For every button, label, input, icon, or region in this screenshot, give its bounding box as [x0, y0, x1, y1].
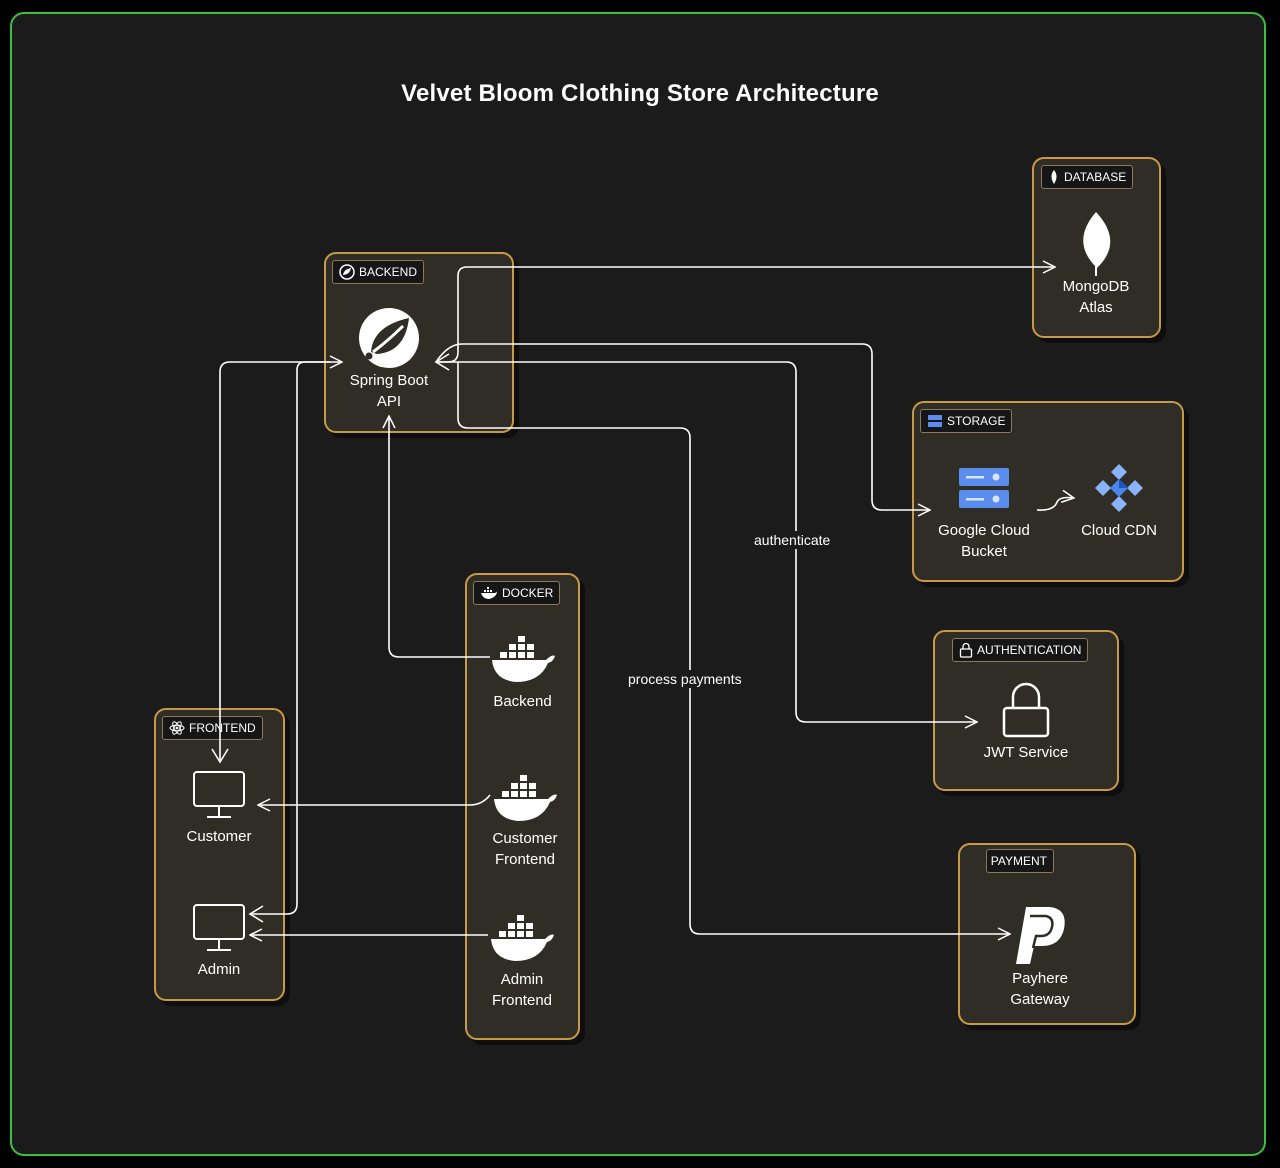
database-tag-label: DATABASE [1064, 170, 1127, 184]
admin-label: Admin [197, 961, 241, 978]
lock-small-icon [959, 642, 973, 658]
mongodb-atlas-label: MongoDB Atlas [1062, 278, 1130, 316]
frontend-tag: FRONTEND [162, 716, 263, 740]
diagram-title: Velvet Bloom Clothing Store Architecture [401, 80, 879, 107]
mongodb-small-icon [1051, 170, 1057, 184]
docker-backend-label: Backend [493, 693, 552, 710]
payment-tag: PAYMENT [986, 849, 1054, 873]
customer-label: Customer [186, 828, 252, 845]
spring-leaf-icon [339, 264, 355, 280]
authentication-tag: AUTHENTICATION [952, 638, 1089, 662]
storage-small-icon [928, 415, 942, 427]
payhere-gateway-label: Payhere Gateway [1010, 970, 1070, 1008]
edge-label-authenticate: authenticate [752, 531, 833, 549]
authentication-tag-label: AUTHENTICATION [977, 643, 1082, 657]
docker-small-icon [481, 586, 497, 599]
docker-tag-label: DOCKER [502, 586, 554, 600]
docker-customer-frontend-label: Customer Frontend [492, 830, 558, 868]
react-icon [169, 721, 185, 735]
docker-tag: DOCKER [473, 581, 561, 605]
backend-tag-label: BACKEND [359, 265, 418, 279]
frontend-group [154, 708, 285, 1001]
database-tag: DATABASE [1041, 165, 1134, 189]
cloud-cdn-label: Cloud CDN [1081, 522, 1157, 539]
edge-label-process-payments: process payments [626, 670, 744, 688]
storage-tag: STORAGE [920, 409, 1013, 433]
docker-admin-frontend-label: Admin Frontend [491, 971, 553, 1009]
payment-tag-label: PAYMENT [990, 854, 1047, 868]
storage-tag-label: STORAGE [947, 414, 1006, 428]
google-cloud-bucket-label: Google Cloud Bucket [938, 522, 1030, 560]
frontend-tag-label: FRONTEND [189, 721, 256, 735]
jwt-service-label: JWT Service [983, 744, 1069, 761]
spring-boot-api-label: Spring Boot API [349, 372, 429, 410]
backend-tag: BACKEND [332, 260, 425, 284]
